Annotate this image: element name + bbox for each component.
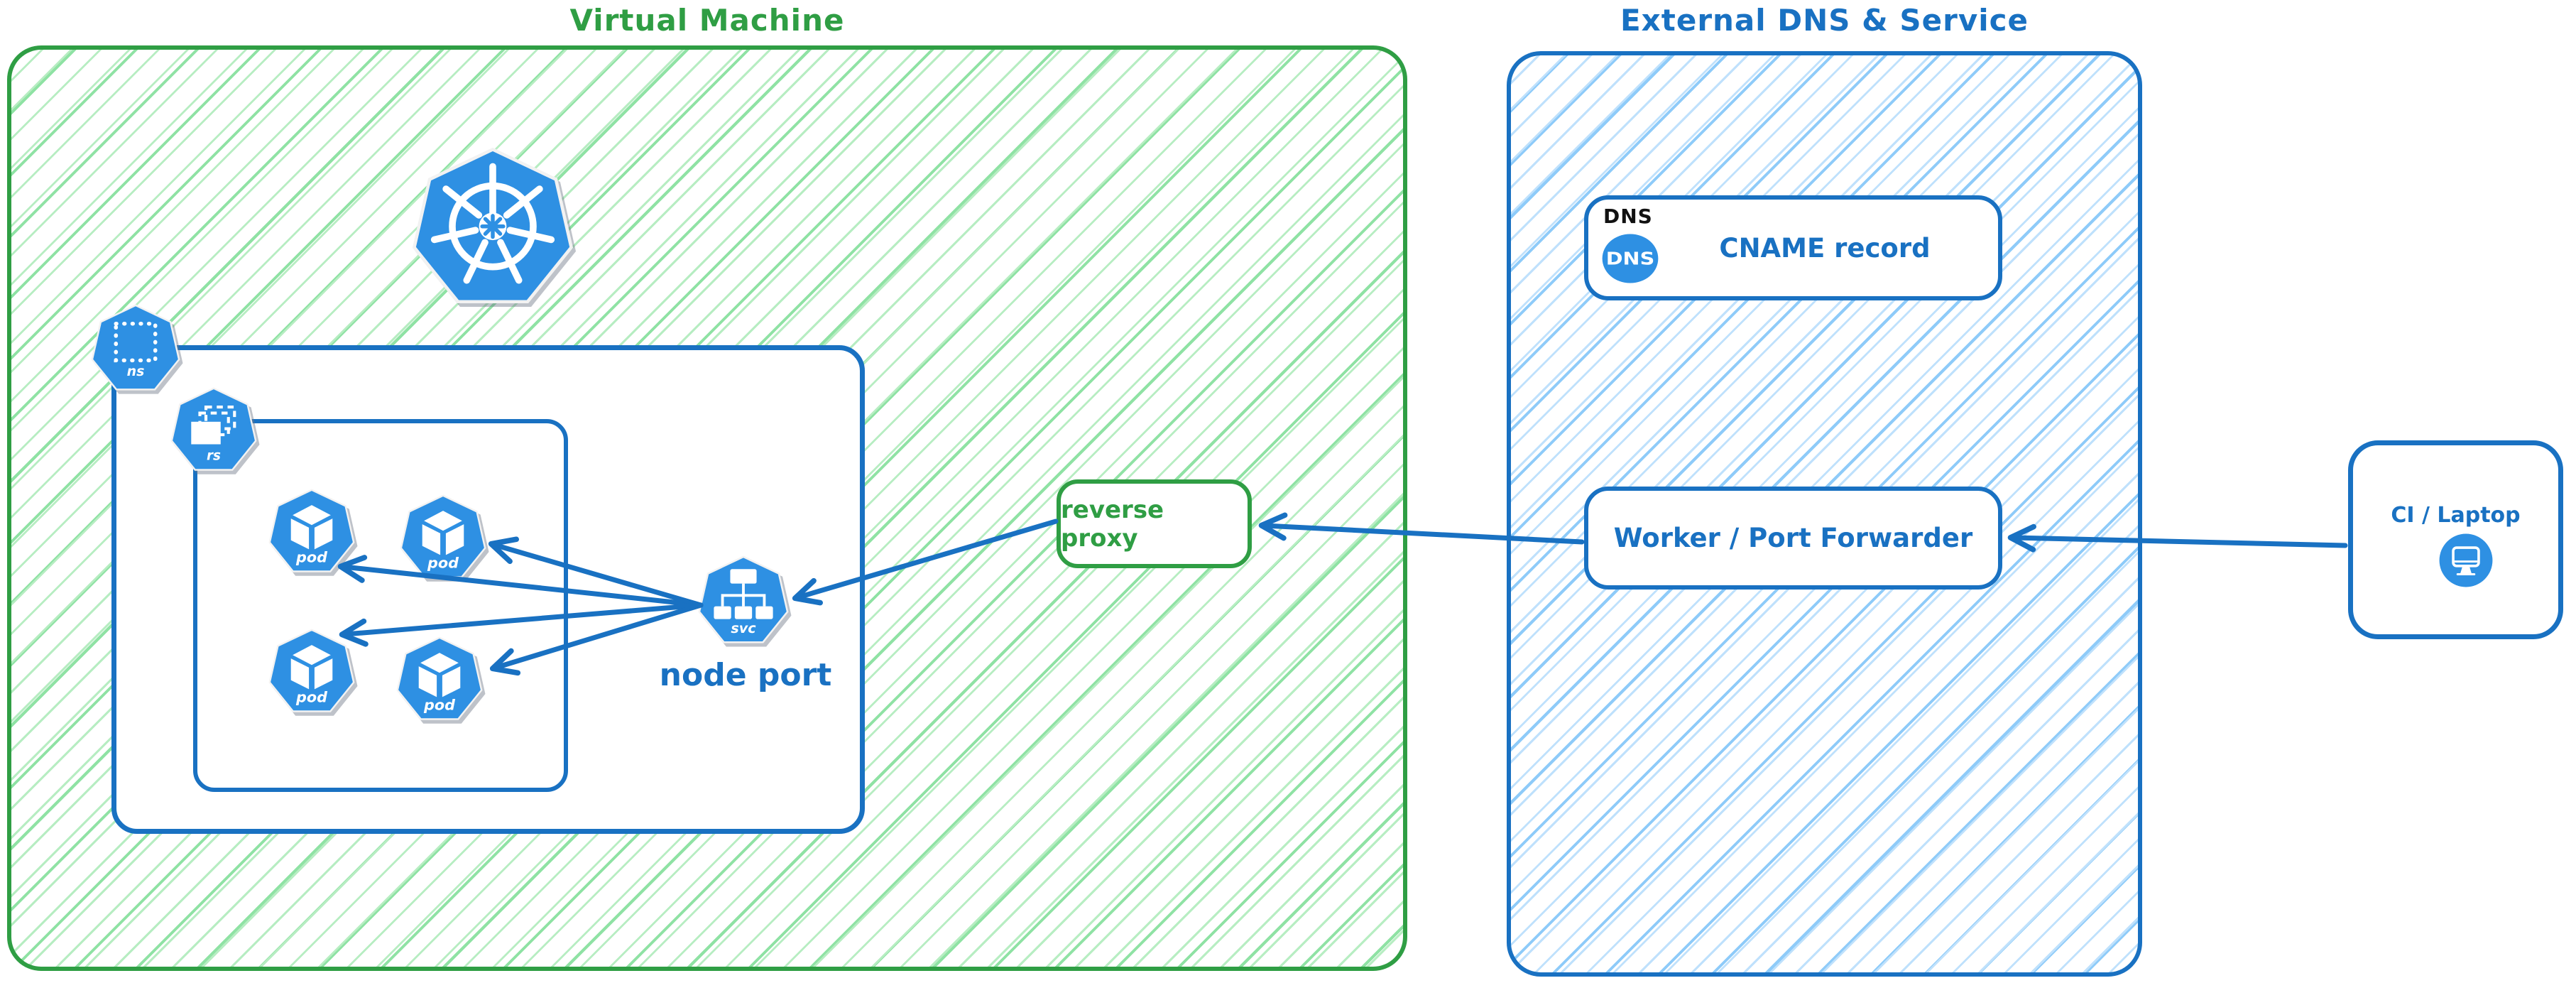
- svg-text:rs: rs: [207, 448, 221, 463]
- pod-icon: pod: [268, 489, 355, 572]
- reverse-proxy-label: reverse proxy: [1061, 495, 1164, 553]
- svg-text:svc: svc: [731, 620, 756, 636]
- svg-text:DNS: DNS: [1606, 249, 1655, 269]
- external-group-title: External DNS & Service: [1620, 2, 2029, 38]
- svg-text:pod: pod: [423, 697, 456, 714]
- replicaset-icon: rs: [170, 387, 257, 471]
- monitor-icon: [2439, 533, 2493, 587]
- svg-text:pod: pod: [295, 689, 328, 706]
- kubernetes-logo-icon: [412, 146, 574, 310]
- svg-text:ns: ns: [127, 364, 145, 379]
- vm-group-title: Virtual Machine: [569, 2, 845, 38]
- reverse-proxy-box: reverse proxy: [1057, 479, 1252, 568]
- svg-text:pod: pod: [295, 549, 328, 566]
- svg-text:pod: pod: [427, 555, 459, 572]
- ci-laptop-label: CI / Laptop: [2391, 503, 2521, 528]
- dns-tag-label: DNS: [1603, 205, 1653, 228]
- worker-port-forwarder-label: Worker / Port Forwarder: [1613, 523, 1973, 553]
- worker-port-forwarder-box: Worker / Port Forwarder: [1584, 487, 2002, 590]
- namespace-icon: ns: [91, 304, 180, 391]
- node-port-label: node port: [659, 657, 832, 693]
- cname-record-label: CNAME record: [1719, 232, 1931, 264]
- dns-icon: DNS: [1602, 234, 1659, 283]
- pod-icon: pod: [400, 494, 486, 578]
- pod-icon: pod: [396, 636, 483, 720]
- service-icon: svc: [698, 555, 789, 643]
- ci-laptop-box: [2348, 440, 2563, 639]
- replicaset-box: [193, 419, 568, 792]
- pod-icon: pod: [268, 629, 355, 712]
